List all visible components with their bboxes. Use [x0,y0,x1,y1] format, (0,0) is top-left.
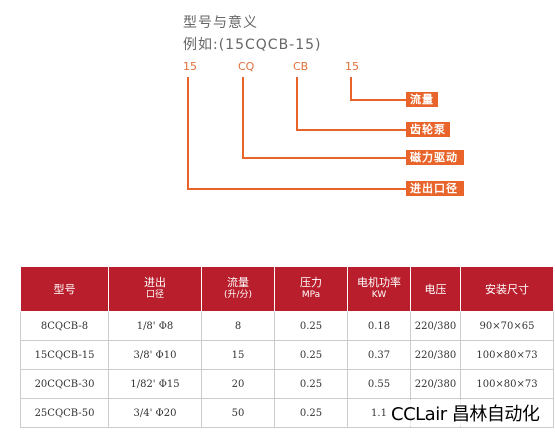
code-flow: 15 [345,60,359,73]
connector-cb-h [296,129,406,131]
callout-port-size: 进出口径 [406,181,464,196]
cell-model: 25CQCB-50 [20,398,109,428]
cell-port: 1/82' Φ15 [108,369,202,399]
table-row: 15CQCB-15 3/8' Φ10 15 0.25 0.37 220/380 … [20,340,554,370]
cell-flow: 20 [201,369,275,399]
cell-voltage: 220/380 [410,369,461,399]
header-voltage: 电压 [410,266,461,312]
callout-magnetic-drive: 磁力驱动 [406,150,464,165]
connector-cq [242,77,244,159]
table-row: 20CQCB-30 1/82' Φ15 20 0.25 0.55 220/380… [20,369,554,399]
section-title: 型号与意义 [183,15,258,31]
cell-port: 3/8' Φ10 [108,340,202,370]
cell-size: 90×70×65 [460,311,554,341]
example-label: 例如:(15CQCB-15) [183,37,322,53]
connector-flow-h [350,99,406,101]
cell-model: 20CQCB-30 [20,369,109,399]
cell-model: 8CQCB-8 [20,311,109,341]
cell-flow: 8 [201,311,275,341]
header-flow: 流量(升/分) [201,266,275,312]
cell-size: 100×80×73 [460,369,554,399]
cell-model: 15CQCB-15 [20,340,109,370]
cell-voltage: 220/380 [410,311,461,341]
cell-pressure: 0.25 [274,398,348,428]
cell-voltage: 220/380 [410,340,461,370]
cell-pressure: 0.25 [274,340,348,370]
cell-flow: 15 [201,340,275,370]
header-install-size: 安装尺寸 [460,266,554,312]
cell-size: 100×80×73 [460,340,554,370]
callout-gear-pump: 齿轮泵 [406,122,450,137]
cell-power: 0.37 [347,340,411,370]
watermark-brand: CCLair 昌林自动化 [389,400,542,426]
cell-power: 0.55 [347,369,411,399]
header-port: 进出口径 [108,266,202,312]
code-size: 15 [183,60,197,73]
cell-pressure: 0.25 [274,369,348,399]
cell-pressure: 0.25 [274,311,348,341]
header-model: 型号 [20,266,109,312]
connector-flow [350,77,352,101]
cell-flow: 50 [201,398,275,428]
connector-size-h [187,188,406,190]
code-cq: CQ [238,60,255,73]
connector-size [187,77,189,190]
connector-cq-h [242,157,406,159]
cell-port: 3/4' Φ20 [108,398,202,428]
code-cb: CB [293,60,309,73]
callout-flow: 流量 [406,92,438,107]
connector-cb [296,77,298,131]
table-row: 8CQCB-8 1/8' Φ8 8 0.25 0.18 220/380 90×7… [20,311,554,341]
cell-power: 0.18 [347,311,411,341]
cell-port: 1/8' Φ8 [108,311,202,341]
